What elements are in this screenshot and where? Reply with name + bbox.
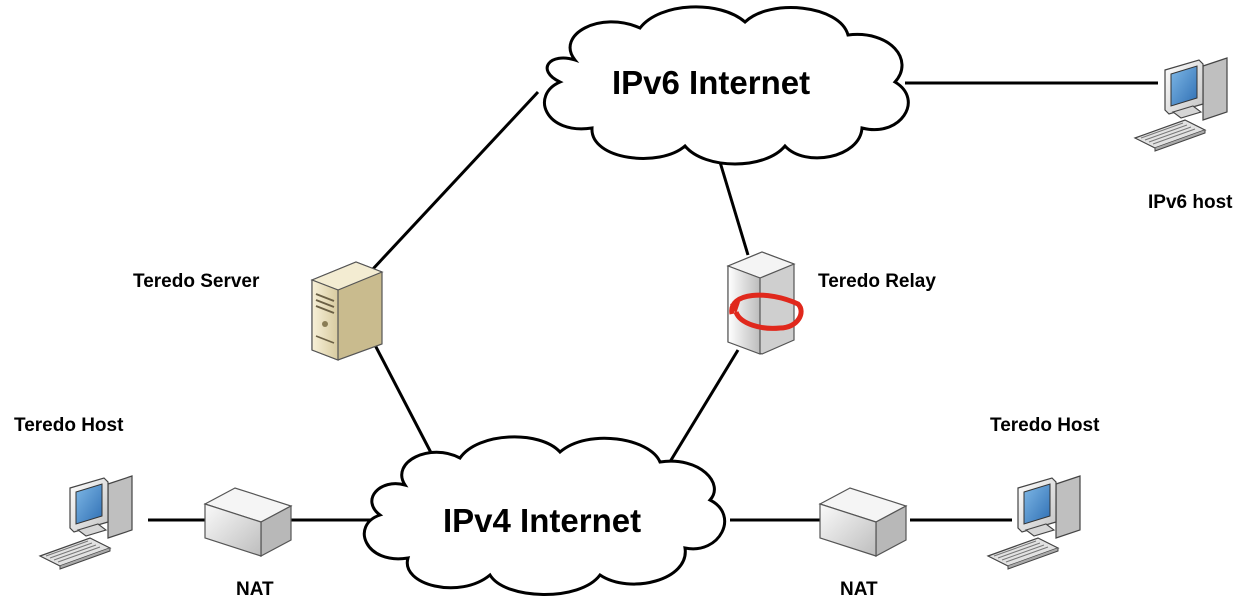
teredo-server-label: Teredo Server [133,271,260,292]
ipv4-internet-label: IPv4 Internet [443,502,642,539]
teredo-server-icon [310,261,384,361]
link-ipv6-to-teredo-server [370,90,540,272]
nat-right-icon [818,487,908,557]
nat-left-label: NAT [236,579,274,600]
ipv4-internet-cloud [362,435,727,596]
ipv6-host-computer-icon [1134,57,1228,152]
teredo-host-left-label: Teredo Host [14,415,124,436]
teredo-host-left-computer-icon [39,475,133,570]
ipv6-internet-label: IPv6 Internet [612,64,811,101]
teredo-relay-label: Teredo Relay [818,271,936,292]
ipv6-host-label: IPv6 host [1148,192,1233,213]
teredo-host-right-label: Teredo Host [990,415,1100,436]
link-teredo-relay-to-ipv4 [663,349,740,471]
link-teredo-server-to-ipv4 [373,344,442,471]
teredo-relay-icon [726,251,804,355]
link-ipv6-to-teredo-relay [718,161,750,256]
ipv6-internet-cloud [543,5,910,166]
relay-arrow-icon [729,292,804,331]
teredo-host-right-computer-icon [987,475,1081,570]
nat-left-icon [203,487,293,557]
nat-right-label: NAT [840,579,878,600]
